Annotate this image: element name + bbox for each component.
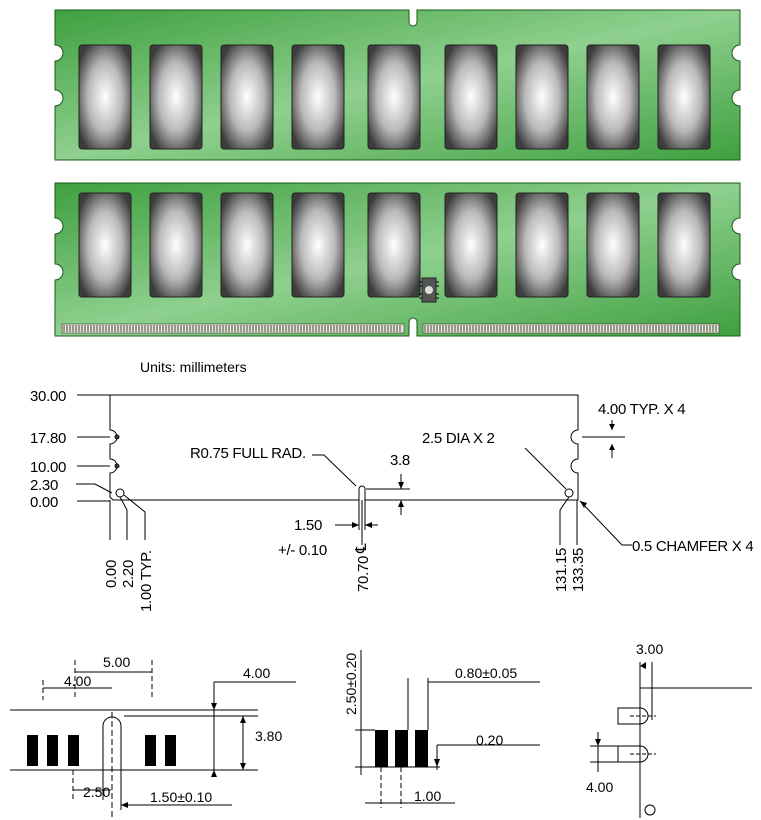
- detail-a-2-50: 2.50: [83, 784, 110, 800]
- spd-chip: [419, 277, 439, 303]
- y-label-30: 30.00: [30, 388, 66, 405]
- memory-chip: [444, 192, 498, 298]
- side-notch-note: 4.00 TYP. X 4: [598, 401, 685, 418]
- memory-chip: [444, 44, 498, 150]
- detail-b-0-80: 0.80±0.05: [455, 665, 517, 681]
- notch-width: 1.50: [294, 517, 322, 534]
- memory-chip: [291, 44, 345, 150]
- memory-chip: [220, 192, 274, 298]
- memory-chip: [657, 44, 711, 150]
- x-label-1-00-typ: 1.00 TYP.: [138, 550, 155, 612]
- center-line-mark: ℄: [353, 543, 370, 554]
- memory-chip: [78, 44, 132, 150]
- memory-chip: [586, 44, 640, 150]
- detail-side-notch-view: 3.00 4.00: [586, 641, 752, 818]
- memory-chip: [78, 192, 132, 298]
- detail-b-1-00: 1.00: [414, 788, 441, 804]
- detail-b-0-20: 0.20: [476, 732, 503, 748]
- detail-b-2-50: 2.50±0.20: [343, 653, 359, 715]
- memory-chip: [586, 192, 640, 298]
- hole-note: 2.5 DIA X 2: [422, 430, 495, 447]
- memory-chip: [367, 192, 421, 298]
- y-label-17-80: 17.80: [30, 430, 66, 447]
- y-label-10: 10.00: [30, 459, 66, 476]
- contact-strip-left: [61, 323, 405, 334]
- detail-a-5-00: 5.00: [103, 654, 130, 670]
- detail-contacts-view: 2.50±0.20 0.80±0.05 0.20 1.00: [343, 650, 540, 808]
- detail-a-4-00-left: 4.00: [64, 673, 91, 689]
- y-label-2-30: 2.30: [30, 477, 58, 494]
- notch-radius-note: R0.75 FULL RAD.: [190, 445, 306, 462]
- module-top: [54, 9, 741, 161]
- detail-a-4-00-right: 4.00: [243, 665, 270, 681]
- x-label-70-70: 70.70: [355, 556, 372, 592]
- notch-depth: 3.8: [390, 452, 410, 469]
- contact-pins: [63, 325, 717, 332]
- detail-c-4-00: 4.00: [586, 779, 613, 795]
- chip-row: [78, 192, 711, 298]
- detail-c-3-00: 3.00: [636, 641, 663, 657]
- module-bottom: [54, 182, 741, 337]
- x-label-0: 0.00: [103, 560, 120, 588]
- notch-tolerance: +/- 0.10: [278, 542, 327, 559]
- contact-strip-right: [422, 323, 720, 334]
- memory-chip: [515, 44, 569, 150]
- y-label-0: 0.00: [30, 494, 58, 511]
- memory-chip: [515, 192, 569, 298]
- detail-notch-view: 5.00 4.00 4.00 3.80 2.50 1.50±0.10: [10, 654, 296, 818]
- memory-chip: [220, 44, 274, 150]
- x-label-133-35: 133.35: [570, 548, 587, 592]
- chip-row: [78, 44, 711, 150]
- memory-chip: [291, 192, 345, 298]
- detail-a-1-50: 1.50±0.10: [150, 789, 212, 805]
- units-label: Units: millimeters: [140, 359, 247, 375]
- memory-chip: [149, 44, 203, 150]
- outline-drawing: 30.00 17.80 10.00 2.30 0.00 0.00 2.20 1.…: [30, 388, 754, 612]
- memory-chip: [367, 44, 421, 150]
- x-label-2-20: 2.20: [120, 560, 137, 588]
- memory-chip: [149, 192, 203, 298]
- detail-a-3-80: 3.80: [255, 728, 282, 744]
- memory-chip: [657, 192, 711, 298]
- chamfer-note: 0.5 CHAMFER X 4: [632, 538, 753, 555]
- x-label-131-15: 131.15: [553, 548, 570, 592]
